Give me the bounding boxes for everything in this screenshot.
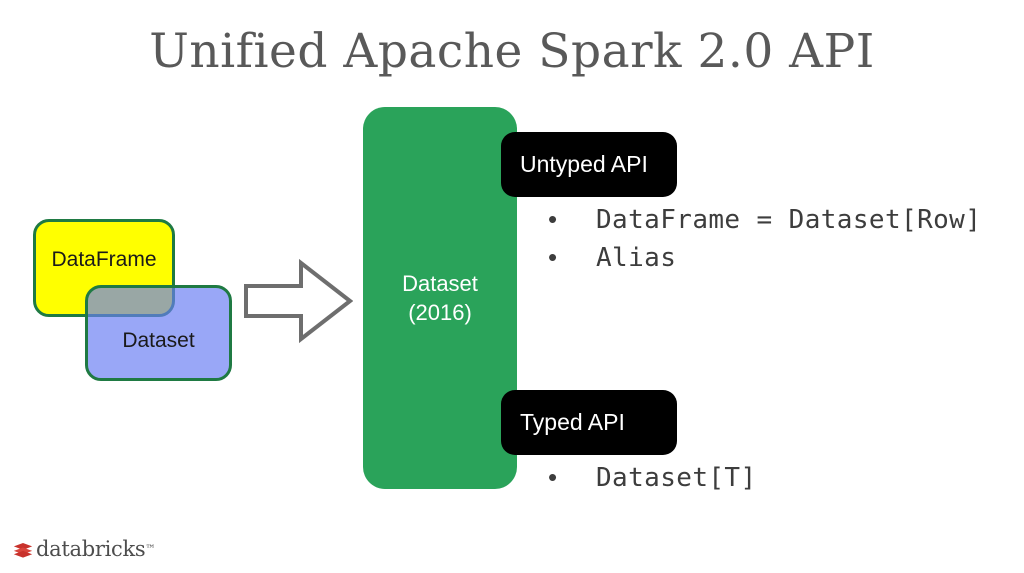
bullet-dot-icon: • <box>548 242 558 273</box>
list-item: • Alias <box>548 241 981 275</box>
dataset-column: Dataset (2016) <box>363 107 517 489</box>
databricks-logo: databricks ™ <box>12 538 155 560</box>
databricks-stacked-layers-icon <box>13 543 33 558</box>
dataset-box: Dataset <box>85 285 232 381</box>
bullet-dot-icon: • <box>548 462 558 492</box>
databricks-trademark: ™ <box>145 543 156 555</box>
arrow-right-icon <box>244 258 353 344</box>
untyped-api-label: Untyped API <box>520 151 648 177</box>
list-item: • DataFrame = Dataset[Row] <box>548 203 981 237</box>
databricks-wordmark: databricks <box>36 536 146 561</box>
page-title: Unified Apache Spark 2.0 API <box>149 24 875 79</box>
bullet-dot-icon: • <box>548 204 558 234</box>
list-item: • Dataset[T] <box>548 461 757 495</box>
list-item-text: Alias <box>596 243 677 274</box>
dataset-column-year: (2016) <box>408 300 472 325</box>
list-item-text: DataFrame = Dataset[Row] <box>596 205 982 235</box>
dataset-column-title: Dataset <box>402 270 478 296</box>
typed-api-label: Typed API <box>520 409 625 435</box>
dataset-box-label: Dataset <box>122 328 195 352</box>
untyped-api-bullet-list: • DataFrame = Dataset[Row] • Alias <box>548 203 981 276</box>
dataframe-box-label: DataFrame <box>51 247 157 271</box>
list-item-text: Dataset[T] <box>596 463 757 493</box>
typed-api-bullet-list: • Dataset[T] <box>548 461 757 495</box>
typed-api-pill: Typed API <box>501 390 677 455</box>
untyped-api-pill: Untyped API <box>501 132 677 197</box>
